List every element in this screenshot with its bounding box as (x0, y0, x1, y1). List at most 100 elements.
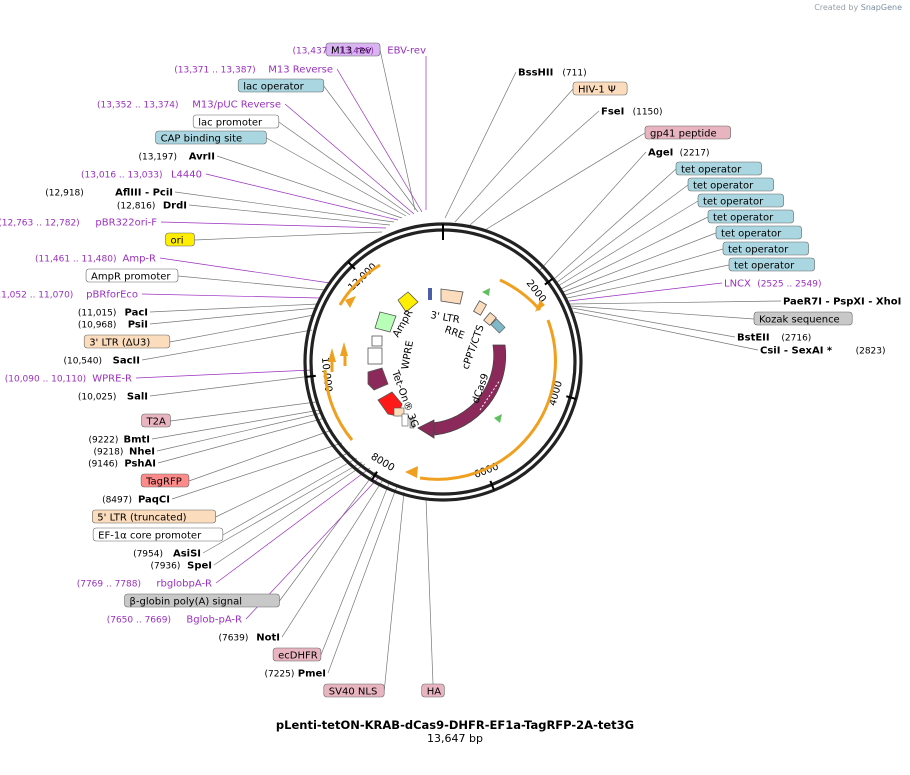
leader-line (149, 303, 319, 313)
callout-name: BssHII (518, 68, 553, 79)
callout-m13-rev-0[interactable]: M13 rev (325, 42, 381, 57)
callout-position: (2823) (856, 347, 886, 357)
callout-cap-binding-site-10[interactable]: CAP binding site (155, 130, 267, 145)
callout-avrii-12[interactable]: AvrII(13,197) (138, 152, 215, 163)
callout-ecdhfr-53[interactable]: ecDHFR (272, 647, 322, 662)
callout-tet-operator-17[interactable]: tet operator (697, 193, 784, 208)
leader-line (169, 314, 315, 343)
callout-globin-poly-a-signal-50[interactable]: β-globin poly(A) signal (124, 593, 280, 608)
leader-line (454, 88, 574, 223)
callout-5-ltr-truncated-45[interactable]: 5' LTR (truncated) (92, 509, 217, 524)
callout-position: (11,015) (78, 309, 117, 319)
callout-ha-56[interactable]: HA (421, 683, 445, 698)
callout-bmti-40[interactable]: BmtI(9222) (88, 435, 150, 446)
leader-line (170, 401, 317, 422)
callout-tet-operator-21[interactable]: tet operator (715, 225, 802, 240)
callout-amp-r-24[interactable]: Amp-R(11,461 .. 11,480) (35, 254, 156, 265)
callout-name: SpeI (187, 561, 212, 572)
callout-name: PaqCI (138, 495, 170, 506)
rre-box (472, 300, 488, 316)
callout-box (644, 125, 731, 140)
callout-name: PshAI (124, 459, 156, 470)
callout-tet-operator-25[interactable]: tet operator (728, 257, 815, 272)
callout-spei-48[interactable]: SpeI(7936) (150, 561, 212, 572)
callout-name: lac promoter (198, 118, 263, 129)
callout-ebv-rev-1[interactable]: EBV-rev(13,437 .. 13,456) (292, 46, 426, 57)
callout-ampr-promoter-26[interactable]: AmpR promoter (85, 268, 179, 283)
callout-position: (1150) (633, 108, 663, 118)
callout-tet-operator-15[interactable]: tet operator (687, 177, 774, 192)
callout-lac-operator-4[interactable]: lac operator (237, 78, 325, 93)
callout-name: tet operator (713, 213, 774, 224)
callout-m13-reverse-3[interactable]: M13 Reverse(13,371 .. 13,387) (174, 65, 333, 76)
callout-name: ori (171, 236, 184, 247)
callout-gp41-peptide-9[interactable]: gp41 peptide (644, 125, 731, 140)
callout-name: DrdI (163, 201, 187, 212)
callout-psii-32[interactable]: PsiI(10,968) (78, 320, 148, 331)
callout-lac-promoter-8[interactable]: lac promoter (192, 114, 280, 129)
leader-line (151, 409, 321, 440)
callout-pbr322ori-f-20[interactable]: pBR322ori-F(12,763 .. 12,782) (0, 218, 157, 229)
leader-line (379, 49, 416, 211)
callout-name: CAP binding site (161, 134, 243, 145)
callout-m13-puc-reverse-6[interactable]: M13/pUC Reverse(13,352 .. 13,374) (97, 100, 281, 111)
callout-lncx-27[interactable]: LNCX(2525 .. 2549) (724, 279, 821, 290)
arc-arrow-3 (345, 296, 356, 308)
callout-pshai-42[interactable]: PshAI(9146) (88, 459, 156, 470)
callout-tagrfp-43[interactable]: TagRFP (140, 473, 190, 488)
callout-csii-sexai-35[interactable]: CsiI - SexAI *(2823) (760, 346, 886, 357)
callout-paqci-44[interactable]: PaqCI(8497) (102, 495, 170, 506)
leader-line (566, 264, 730, 299)
arc-dcas9-outer (419, 319, 557, 481)
credit-prefix: Created by (814, 3, 859, 12)
arc-arrow-4 (328, 348, 336, 362)
label-ltr3: 3' LTR (429, 310, 460, 326)
callout-hiv-1-5[interactable]: HIV-1 Ψ (572, 81, 628, 96)
tick-6 (347, 261, 356, 270)
callout-pbrforeco-28[interactable]: pBRforEco(11,052 .. 11,070) (0, 290, 138, 301)
callout-paci-30[interactable]: PacI(11,015) (78, 308, 148, 319)
callout-box (722, 241, 809, 256)
callout-position: (9218) (93, 448, 123, 458)
callout-tet-operator-19[interactable]: tet operator (707, 209, 794, 224)
leader-line (323, 85, 419, 213)
callout-sv40-nls-55[interactable]: SV40 NLS (323, 683, 385, 698)
callout-t2a-39[interactable]: T2A (141, 413, 171, 428)
callout-drdi-18[interactable]: DrdI(12,816) (117, 201, 187, 212)
callout-name: TagRFP (145, 477, 182, 488)
leader-line (194, 231, 383, 241)
callout-agei-11[interactable]: AgeI(2217) (648, 148, 710, 159)
callout-ori-22[interactable]: ori (165, 232, 195, 247)
callout-ef-1-core-promoter-46[interactable]: EF-1α core promoter (92, 527, 224, 542)
callout-wpre-r-37[interactable]: WPRE-R(10,090 .. 10,110) (5, 374, 132, 385)
callout-bsteii-33[interactable]: BstEII(2716) (737, 333, 811, 344)
callout-afliii-pcii-16[interactable]: AflIII - PciI(12,918) (45, 188, 173, 199)
callout-fsei-7[interactable]: FseI(1150) (601, 107, 663, 118)
callout-paer7i-pspxi-xhoi-29[interactable]: PaeR7I - PspXI - XhoI(2666) (783, 297, 910, 308)
callout-rbglobpa-r-49[interactable]: rbglobpA-R(7769 .. 7788) (77, 579, 212, 590)
plasmid-name: pLenti-tetON-KRAB-dCas9-DHFR-EF1a-TagRFP… (275, 718, 635, 732)
leader-line (222, 457, 358, 536)
callout-3-ltr-u3-34[interactable]: 3' LTR (ΔU3) (83, 334, 171, 349)
callout-nhei-41[interactable]: NheI(9218) (93, 447, 155, 458)
callout-asisi-47[interactable]: AsiSI(7954) (133, 549, 201, 560)
callout-pmei-54[interactable]: PmeI(7225) (264, 669, 326, 680)
callout-box (124, 593, 280, 608)
callout-l4440-14[interactable]: L4440(13,016 .. 13,033) (81, 170, 202, 181)
callout-bsshii-2[interactable]: BssHII(711) (518, 68, 587, 79)
callout-name: SalI (127, 392, 148, 403)
callout-sacii-36[interactable]: SacII(10,540) (63, 356, 140, 367)
callout-tet-operator-13[interactable]: tet operator (675, 161, 762, 176)
callout-noti-52[interactable]: NotI(7639) (218, 633, 280, 644)
callout-bglob-pa-r-51[interactable]: Bglob-pA-R(7650 .. 7669) (107, 615, 242, 626)
callout-sali-38[interactable]: SalI (10,025) (78, 392, 148, 403)
wpre-feature (367, 347, 383, 365)
callout-name: AsiSI (173, 549, 201, 560)
callout-position: (11,461 .. 11,480) (35, 255, 116, 265)
callout-box (697, 193, 784, 208)
callout-tet-operator-23[interactable]: tet operator (722, 241, 809, 256)
callout-kozak-sequence-31[interactable]: Kozak sequence (753, 311, 853, 326)
callout-name: SV40 NLS (329, 687, 378, 698)
callout-name: Kozak sequence (759, 315, 840, 326)
callout-position: (10,025) (78, 393, 117, 403)
